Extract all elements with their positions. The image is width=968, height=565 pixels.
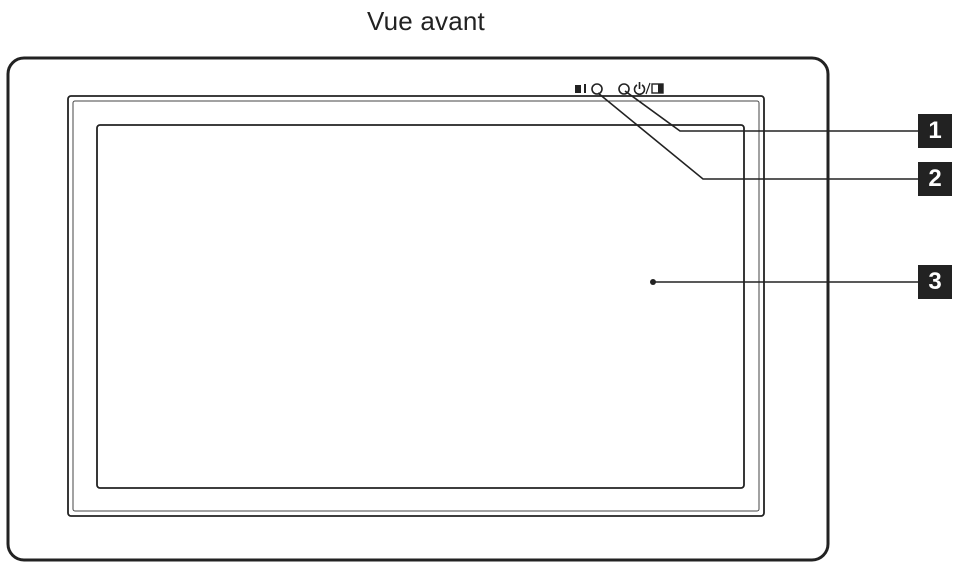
power-standby-led-icon xyxy=(618,82,664,96)
memory-card-led-icon xyxy=(575,83,603,95)
callout-2-leader-line xyxy=(597,92,920,180)
device-bezel-inner-line xyxy=(72,100,760,512)
callout-1-badge: 1 xyxy=(918,114,952,148)
diagram-title: Vue avant xyxy=(367,6,485,36)
callout-1-leader-line xyxy=(624,90,920,132)
screen xyxy=(96,124,745,489)
device-bezel xyxy=(67,95,765,517)
callout-3-badge: 3 xyxy=(918,265,952,299)
callout-2-badge: 2 xyxy=(918,162,952,196)
device-outer-frame xyxy=(6,56,830,562)
